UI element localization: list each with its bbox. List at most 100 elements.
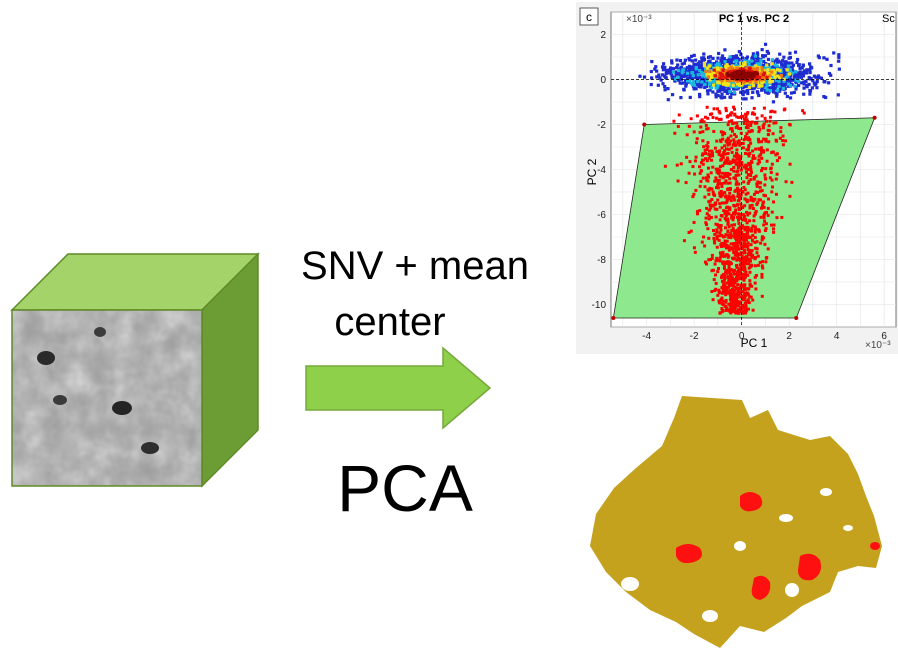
selected-point	[753, 112, 757, 116]
selected-point	[759, 241, 763, 245]
density-point	[762, 59, 766, 64]
density-point	[696, 62, 700, 66]
selected-point	[737, 272, 741, 276]
selected-point	[728, 208, 732, 212]
selected-point	[711, 204, 715, 208]
selected-point	[774, 177, 778, 181]
selected-point	[764, 137, 768, 141]
selected-point	[724, 293, 728, 297]
selected-point	[728, 246, 732, 250]
density-point	[683, 58, 687, 62]
y-tick-label: -2	[597, 120, 606, 131]
selected-point	[760, 272, 764, 276]
selected-point	[757, 229, 761, 233]
selected-point	[711, 298, 715, 302]
density-point	[776, 68, 780, 72]
selected-point	[741, 311, 745, 315]
selected-point	[738, 286, 742, 290]
selected-point	[735, 170, 739, 174]
selected-point	[763, 116, 767, 120]
selected-point	[728, 268, 732, 272]
density-point	[716, 56, 720, 60]
selected-point	[770, 109, 774, 113]
selected-point	[749, 295, 753, 299]
selected-point	[779, 126, 783, 130]
density-point	[754, 67, 758, 71]
density-point	[674, 66, 679, 70]
selected-point	[728, 162, 732, 166]
density-point	[689, 68, 694, 73]
density-point	[786, 74, 790, 78]
density-point	[744, 84, 749, 88]
selected-point	[745, 235, 749, 239]
selected-point	[717, 117, 721, 121]
density-point	[758, 73, 762, 77]
selected-point	[784, 180, 788, 184]
density-point	[721, 74, 725, 78]
selected-point	[747, 154, 751, 158]
density-point	[694, 83, 699, 87]
density-point	[730, 67, 735, 71]
density-point	[804, 79, 808, 83]
selected-point	[713, 262, 717, 266]
density-point	[781, 86, 785, 91]
density-point	[732, 90, 736, 94]
selected-point	[781, 143, 785, 147]
density-point	[744, 67, 748, 71]
density-point	[775, 60, 779, 64]
density-point	[729, 95, 733, 99]
density-point	[770, 79, 774, 83]
density-point	[766, 68, 770, 72]
selected-point	[744, 257, 748, 261]
selected-point	[693, 250, 697, 254]
density-point	[662, 66, 666, 70]
density-point	[814, 75, 818, 79]
selected-point	[736, 270, 740, 274]
selected-point	[728, 177, 732, 181]
selected-point	[765, 148, 769, 152]
selected-point	[708, 257, 712, 261]
density-point	[741, 89, 745, 93]
density-point	[650, 76, 654, 80]
density-point	[774, 66, 778, 71]
selected-point	[738, 257, 742, 261]
selected-point	[725, 218, 729, 222]
density-point	[733, 59, 737, 63]
selected-point	[747, 252, 751, 256]
selected-point	[752, 177, 756, 181]
selected-point	[729, 279, 733, 283]
density-point	[723, 60, 727, 64]
density-point	[708, 55, 713, 59]
selected-point	[728, 303, 732, 307]
selected-point	[694, 188, 698, 192]
selected-point	[745, 221, 749, 225]
selected-point	[783, 107, 787, 111]
selected-point	[704, 151, 708, 155]
density-point	[802, 69, 806, 73]
density-point	[673, 77, 678, 81]
selected-point	[689, 117, 693, 121]
selected-point	[729, 242, 733, 246]
selected-point	[707, 217, 711, 221]
selected-point	[720, 184, 724, 188]
density-point	[683, 72, 687, 76]
density-point	[725, 72, 729, 76]
density-point	[755, 57, 759, 61]
selected-point	[732, 203, 736, 207]
density-point	[698, 92, 702, 97]
selected-point	[751, 156, 755, 160]
selected-point	[707, 258, 711, 262]
selected-point	[746, 173, 750, 177]
selected-point	[738, 161, 742, 165]
selected-point	[788, 123, 792, 127]
density-point	[701, 74, 705, 78]
density-point	[807, 75, 811, 80]
density-point	[738, 83, 742, 87]
density-point	[743, 61, 747, 65]
density-point	[754, 64, 758, 68]
selected-point	[714, 215, 718, 219]
density-point	[699, 66, 703, 70]
selected-point	[755, 202, 759, 206]
selected-point	[723, 201, 727, 205]
selected-point	[721, 260, 725, 264]
